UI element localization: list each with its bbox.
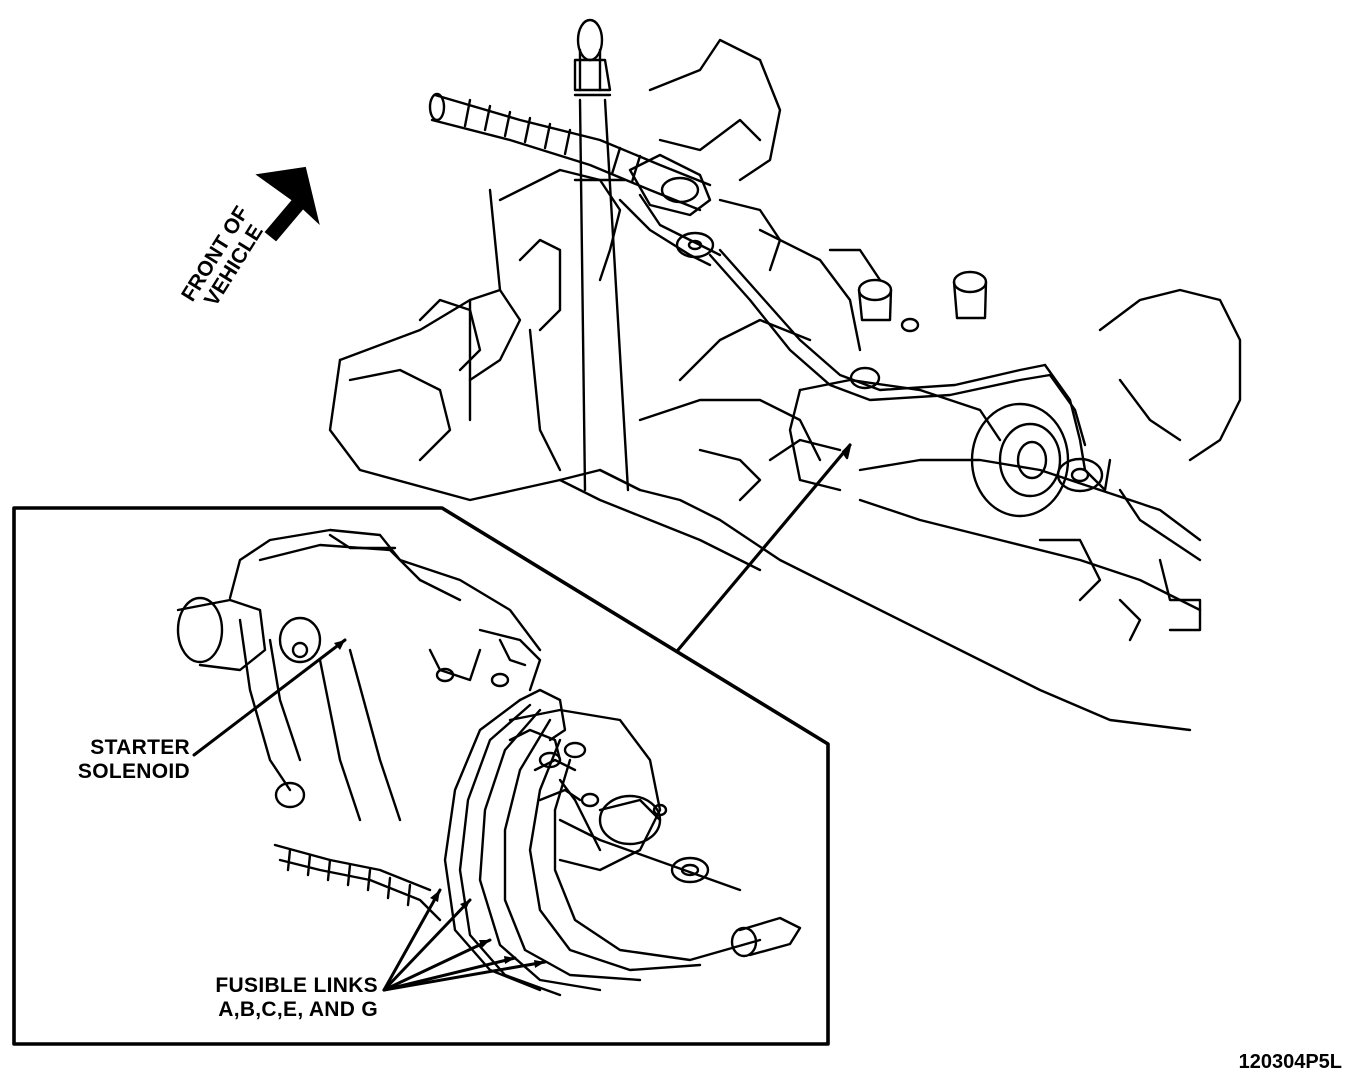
dipstick-tube (573, 18, 630, 492)
fusible-link-wires (443, 688, 762, 997)
links-label-line2: A,B,C,E, AND G (218, 998, 378, 1021)
wire-harness-upper (428, 92, 712, 212)
fusible-links-label: FUSIBLE LINKS A,B,C,E, AND G (200, 974, 378, 1022)
inset-frame (12, 506, 830, 1046)
inset-pointer-line (676, 443, 852, 652)
leader-lines (192, 638, 547, 992)
starter-solenoid-label: STARTER SOLENOID (62, 736, 190, 784)
starter-label-line1: STARTER (90, 736, 190, 759)
links-label-line1: FUSIBLE LINKS (215, 974, 378, 997)
engine-block (328, 38, 1242, 732)
harness-clamp (618, 153, 722, 267)
starter-motor-installed (788, 270, 1112, 518)
battery-cable (708, 248, 1087, 472)
figure-code: 120304P5L (1238, 1051, 1342, 1073)
arrow-icon (255, 166, 320, 242)
starter-motor-detail (176, 528, 802, 958)
starter-label-line2: SOLENOID (77, 760, 190, 783)
